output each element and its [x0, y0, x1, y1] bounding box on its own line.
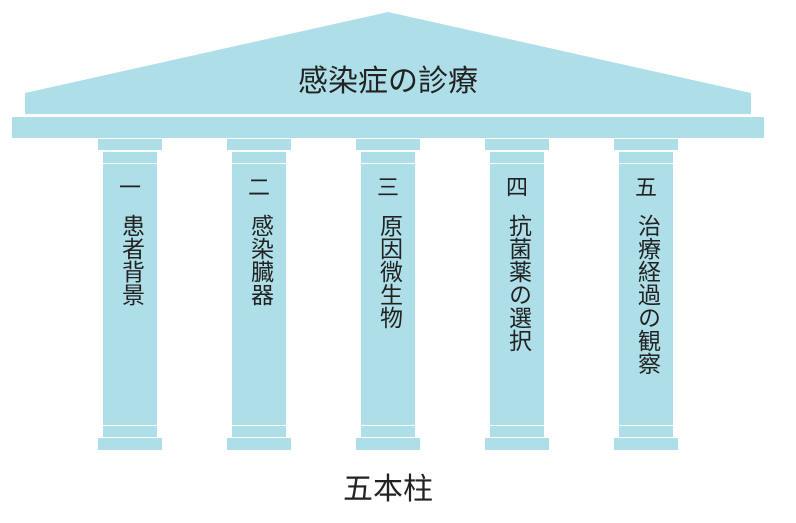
pillar-number: 五	[634, 176, 657, 201]
pillar-shaft-top	[361, 152, 415, 163]
pillar-number: 一	[118, 176, 141, 201]
pillar-shaft-top	[490, 152, 544, 163]
pillar-base	[485, 438, 549, 450]
pillar-shaft	[490, 164, 544, 425]
pillar-shaft	[232, 164, 286, 425]
diagram-title: 感染症の診療	[298, 64, 478, 99]
pillar-capital	[98, 139, 162, 150]
pillar-shaft	[103, 164, 157, 425]
pillar-shaft-bottom	[232, 426, 286, 437]
pillar-base	[356, 438, 420, 450]
roof	[25, 12, 751, 114]
pillar-capital	[227, 139, 291, 150]
pillar-number: 二	[247, 176, 270, 201]
pillar-shaft-bottom	[490, 426, 544, 437]
pillar-label: 治療経過の観察	[633, 214, 660, 375]
pillar-base	[98, 438, 162, 450]
pillar-label: 抗菌薬の選択	[504, 214, 531, 352]
pillar-number: 四	[505, 176, 528, 201]
pillar-shaft-top	[232, 152, 286, 163]
pillar-capital	[614, 139, 678, 150]
pillar-base	[614, 438, 678, 450]
pillar-capital	[485, 139, 549, 150]
pillar-label: 原因微生物	[375, 214, 402, 329]
diagram-footer: 五本柱	[343, 472, 433, 507]
pillar-label: 感染臓器	[246, 214, 273, 306]
pillar-number: 三	[376, 176, 399, 201]
pillar-shaft-top	[619, 152, 673, 163]
pillar-shaft-top	[103, 152, 157, 163]
pillar-shaft	[619, 164, 673, 425]
pillar-shaft	[361, 164, 415, 425]
pillar-capital	[356, 139, 420, 150]
pillar-label: 患者背景	[117, 214, 144, 306]
pillar-base	[227, 438, 291, 450]
pillar-shaft-bottom	[619, 426, 673, 437]
pillar-shaft-bottom	[103, 426, 157, 437]
pillar-shaft-bottom	[361, 426, 415, 437]
beam	[12, 117, 764, 138]
